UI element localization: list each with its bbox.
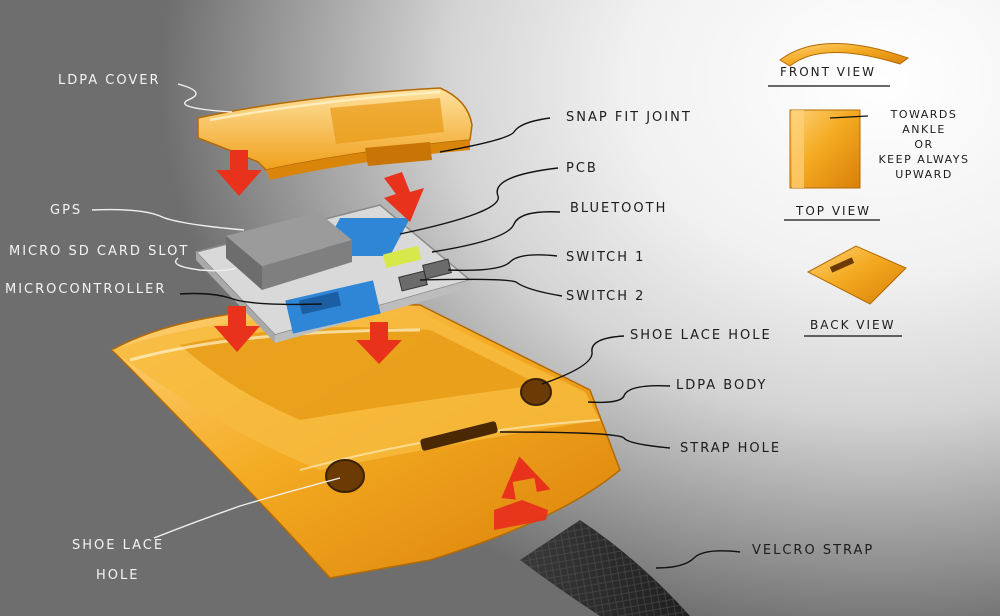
label-shoe-lace-hole-right: SHOE LACE HOLE: [630, 328, 772, 343]
shoe-lace-hole-right: [520, 378, 552, 406]
note-line: OR: [914, 138, 934, 151]
caption-front-view: FRONT VIEW: [780, 65, 877, 79]
velcro-strap-shape: [520, 520, 690, 616]
label-shoe-lace-hole-left-2: HOLE: [96, 568, 140, 583]
label-pcb: PCB: [566, 161, 598, 176]
label-switch-2: SWITCH 2: [566, 289, 646, 304]
label-ldpa-cover: LDPA COVER: [58, 73, 161, 88]
label-shoe-lace-hole-left-1: SHOE LACE: [72, 538, 165, 553]
label-ldpa-body: LDPA BODY: [676, 378, 768, 393]
switch-2: [398, 270, 428, 292]
label-switch-1: SWITCH 1: [566, 250, 646, 265]
top-view-note: TOWARDS ANKLE OR KEEP ALWAYS UPWARD: [876, 107, 972, 182]
label-micro-sd-card-slot: MICRO SD CARD SLOT: [9, 244, 190, 259]
shoe-lace-hole-left: [325, 459, 365, 493]
label-strap-hole: STRAP HOLE: [680, 441, 782, 456]
gps-module: [226, 212, 352, 290]
assembly-arrows: [214, 150, 551, 530]
label-snap-fit-joint: SNAP FIT JOINT: [566, 110, 692, 125]
label-gps: GPS: [50, 203, 83, 218]
snap-fit-tab: [365, 142, 432, 166]
top-view-sketch: [784, 109, 880, 221]
caption-top-view: TOP VIEW: [796, 204, 872, 218]
leader-lines: [91, 83, 741, 569]
front-view-sketch: [768, 43, 910, 87]
back-view-sketch: [804, 245, 907, 337]
caption-back-view: BACK VIEW: [810, 318, 896, 332]
label-velcro-strap: VELCRO STRAP: [752, 543, 875, 558]
note-line: KEEP ALWAYS: [878, 153, 970, 166]
micro-sd-slot: [382, 245, 422, 269]
note-line: UPWARD: [895, 168, 953, 181]
note-line: TOWARDS: [890, 108, 958, 121]
label-bluetooth: BLUETOOTH: [570, 201, 668, 216]
ldpa-cover: [197, 87, 473, 180]
note-line: ANKLE: [902, 123, 946, 136]
label-microcontroller: MICROCONTROLLER: [5, 282, 167, 297]
ldpa-body: [110, 303, 621, 579]
strap-hole: [420, 421, 498, 451]
